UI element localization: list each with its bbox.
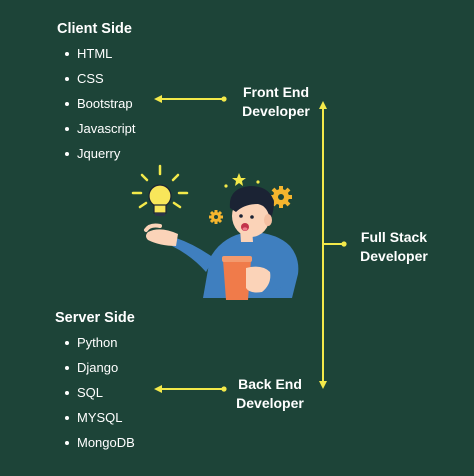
client-side-title: Client Side (57, 21, 132, 37)
list-item: Django (65, 355, 135, 380)
bullet-icon (65, 365, 69, 370)
bullet-icon (65, 440, 69, 445)
tech-label: HTML (77, 46, 113, 61)
tech-label: Bootstrap (77, 96, 133, 111)
tech-label: Jquerry (77, 146, 121, 161)
full-stack-label: Full Stack Developer (344, 228, 444, 266)
bullet-icon (65, 390, 69, 395)
tech-label: CSS (77, 71, 104, 86)
cup-icon (222, 256, 252, 300)
gear-icon (270, 186, 292, 208)
list-item: Javascript (65, 116, 136, 141)
tech-label: MYSQL (77, 410, 123, 425)
front-end-line1: Front End (242, 84, 310, 100)
tech-label: MongoDB (77, 435, 135, 450)
full-stack-line2: Developer (360, 248, 428, 264)
server-side-title: Server Side (55, 310, 135, 326)
front-end-line2: Developer (242, 103, 310, 119)
front-end-arrow (154, 95, 227, 103)
list-item: MongoDB (65, 430, 135, 455)
list-item: HTML (65, 41, 136, 66)
server-side-list: Python Django SQL MYSQL MongoDB (65, 330, 135, 455)
list-item: Python (65, 330, 135, 355)
back-end-line2: Developer (236, 395, 304, 411)
list-item: CSS (65, 66, 136, 91)
back-end-line1: Back End (238, 376, 302, 392)
star-icon (224, 173, 260, 188)
bullet-icon (65, 76, 69, 81)
bullet-icon (65, 340, 69, 345)
bullet-icon (65, 151, 69, 156)
list-item: SQL (65, 380, 135, 405)
gear-icon (209, 210, 223, 224)
front-end-label: Front End Developer (228, 83, 324, 121)
list-item: MYSQL (65, 405, 135, 430)
list-item: Bootstrap (65, 91, 136, 116)
tech-label: Python (77, 335, 118, 350)
list-item: Jquerry (65, 141, 136, 166)
bullet-icon (65, 415, 69, 420)
bullet-icon (65, 101, 69, 106)
tech-label: Django (77, 360, 119, 375)
back-end-arrow (154, 385, 227, 393)
back-end-label: Back End Developer (222, 375, 318, 413)
bullet-icon (65, 51, 69, 56)
full-stack-bracket (319, 101, 347, 389)
light-bulb-icon (131, 164, 189, 216)
tech-label: Javascript (77, 121, 136, 136)
bullet-icon (65, 126, 69, 131)
client-side-list: HTML CSS Bootstrap Javascript Jquerry (65, 41, 136, 166)
tech-label: SQL (77, 385, 104, 400)
full-stack-line1: Full Stack (360, 229, 428, 245)
